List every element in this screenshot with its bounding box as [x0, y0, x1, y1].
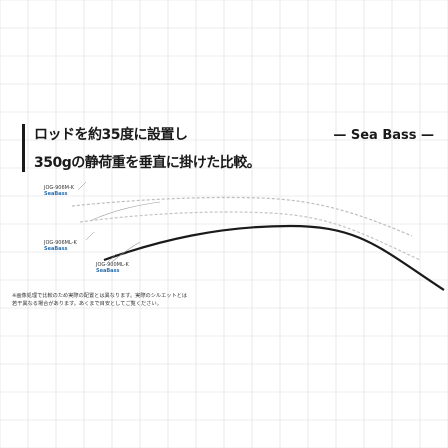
series-label: — Sea Bass —: [333, 128, 434, 143]
note-line-2: 若干異なる場合があります。あくまで目安としてご覧ください。: [12, 300, 162, 307]
pointer-906ml: [85, 231, 95, 241]
headline-line-1: ロッドを約35度に設置し: [34, 127, 188, 143]
rod-sub: SeaBass: [96, 268, 120, 274]
note-line-1: ※画像処理で比較のため実際の配置とは異なります。実際のシルエットとは: [12, 293, 188, 299]
headline-line-2: 350gの静荷重を垂直に掛けた比較。: [34, 155, 261, 171]
pointer-900ml: [107, 253, 117, 263]
disclaimer-note: ※画像処理で比較のため実際の配置とは異なります。実際のシルエットとは 若干異なる…: [12, 293, 312, 308]
rod-model: JOG-906M-K: [44, 185, 75, 191]
rod-curve-900ml: [103, 224, 445, 291]
rod-label-906m: JOG-906M-K SeaBass: [44, 185, 74, 197]
pointer-906m: [77, 181, 87, 191]
rod-curve-906ml: [79, 211, 421, 261]
rod-label-900ml: JOG-900ML-K SeaBass: [96, 262, 129, 274]
rod-sub: SeaBass: [44, 191, 68, 197]
title-accent-bar: [22, 124, 25, 172]
rod-curve-906m: [71, 196, 413, 237]
rod-label-906ml: JOG-906ML-K SeaBass: [44, 240, 77, 252]
rod-model: JOG-900ML-K: [96, 262, 129, 268]
rod-sub: SeaBass: [44, 246, 68, 252]
rod-tip-line-1: [91, 201, 161, 221]
rod-model: JOG-906ML-K: [44, 240, 77, 246]
rod-tip-line-2: [111, 241, 141, 263]
